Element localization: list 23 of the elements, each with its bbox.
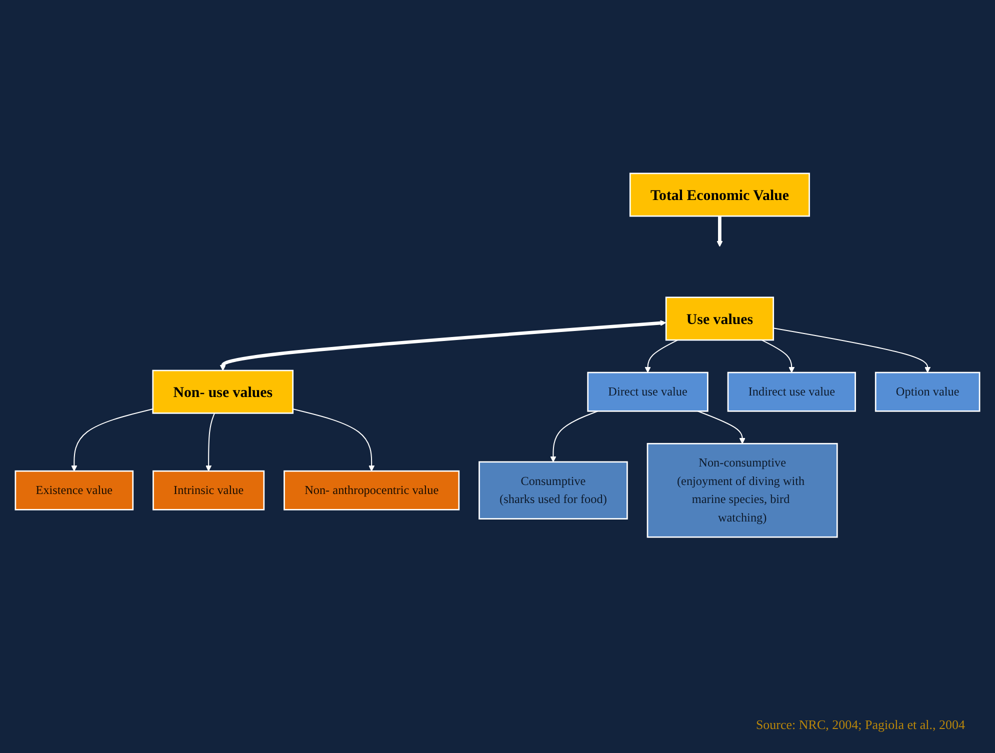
arrow: [698, 410, 746, 444]
arrow: [773, 327, 931, 373]
node-box: [152, 370, 294, 414]
arrow: [716, 216, 723, 247]
node-box: [629, 172, 810, 216]
node-box: [152, 470, 265, 510]
arrow: [761, 339, 795, 373]
node-box: [646, 442, 838, 538]
arrow: [220, 320, 666, 370]
arrow: [644, 339, 678, 373]
source-note: Source: NRC, 2004; Pagiola et al., 2004: [756, 717, 965, 733]
node-box: [284, 470, 460, 510]
arrow: [71, 408, 154, 472]
node-box: [14, 470, 134, 510]
node-box: [665, 296, 774, 340]
diagram: Total Economic Value Use values Non- use values Direct use value Indirect use value Option value Existence value Intrinsic value Non- anthropocentric value Consumptive (sharks used for food) Non-consumptive (enjoyment of diving with marine species, bird watching): [10, 168, 985, 542]
node-box: [727, 372, 856, 412]
arrow: [550, 410, 598, 462]
node-box: [478, 460, 628, 520]
arrow: [206, 412, 215, 472]
arrow: [292, 408, 375, 472]
node-box: [587, 372, 708, 412]
node-box: [874, 372, 980, 412]
